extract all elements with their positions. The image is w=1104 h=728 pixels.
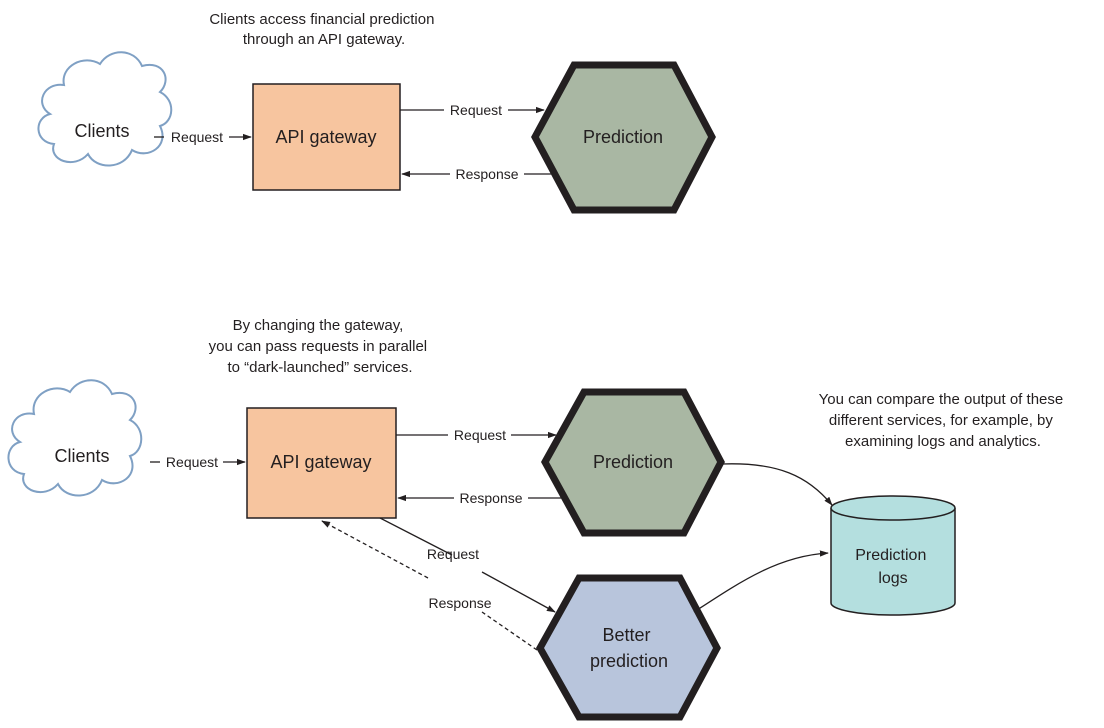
bottom-edge-better-gateway: Response [321, 520, 538, 651]
prediction-label: Prediction [593, 452, 673, 472]
edge-label: Request [454, 427, 506, 443]
top-clients-cloud: Clients [37, 51, 173, 167]
better-prediction-label: Better prediction [590, 625, 668, 671]
cloud-shape [37, 51, 173, 167]
bottom-clients-cloud: Clients [7, 379, 143, 497]
gateway-box [252, 83, 401, 191]
bottom-better-prediction-service: Better prediction [535, 574, 721, 721]
edge-label: Request [166, 454, 218, 470]
top-edge-prediction-gateway: Response [401, 166, 551, 182]
bottom-edge-gateway-prediction: Request [396, 427, 557, 443]
gateway-label: API gateway [270, 452, 371, 472]
cylinder-body [830, 508, 956, 616]
clients-label: Clients [54, 446, 109, 466]
edge-label: Request [450, 102, 502, 118]
gateway-label: API gateway [275, 127, 376, 147]
edge-label: Response [459, 490, 522, 506]
edge-label: Request [427, 546, 479, 562]
edge-label: Request [171, 129, 223, 145]
logs-label: Prediction logs [855, 547, 931, 587]
bottom-api-gateway: API gateway [246, 407, 397, 519]
hexagon-shape [541, 388, 725, 537]
bottom-prediction-service: Prediction [541, 388, 725, 537]
bottom-edge-better-logs [693, 550, 829, 613]
edge-label: Response [428, 595, 491, 611]
top-api-gateway: API gateway [252, 83, 401, 191]
hexagon-shape [535, 574, 721, 721]
top-prediction-service: Prediction [531, 61, 716, 214]
gateway-box [246, 407, 397, 519]
top-edge-clients-gateway: Request [154, 129, 252, 145]
bottom-edge-gateway-better: Request [379, 517, 556, 613]
top-edge-gateway-prediction: Request [400, 102, 545, 118]
bottom-caption: By changing the gateway, you can pass re… [209, 317, 432, 376]
clients-label: Clients [74, 121, 129, 141]
prediction-logs-database: Prediction logs [830, 495, 956, 616]
bottom-note: You can compare the output of these diff… [819, 391, 1068, 450]
cylinder-top [830, 495, 956, 521]
cloud-shape [7, 379, 143, 497]
hexagon-shape [531, 61, 716, 214]
bottom-edge-clients-gateway: Request [150, 454, 246, 470]
bottom-edge-prediction-gateway: Response [397, 490, 561, 506]
prediction-label: Prediction [583, 127, 663, 147]
bottom-edge-prediction-logs [721, 463, 833, 506]
edge-label: Response [455, 166, 518, 182]
top-caption: Clients access financial prediction thro… [209, 11, 438, 48]
